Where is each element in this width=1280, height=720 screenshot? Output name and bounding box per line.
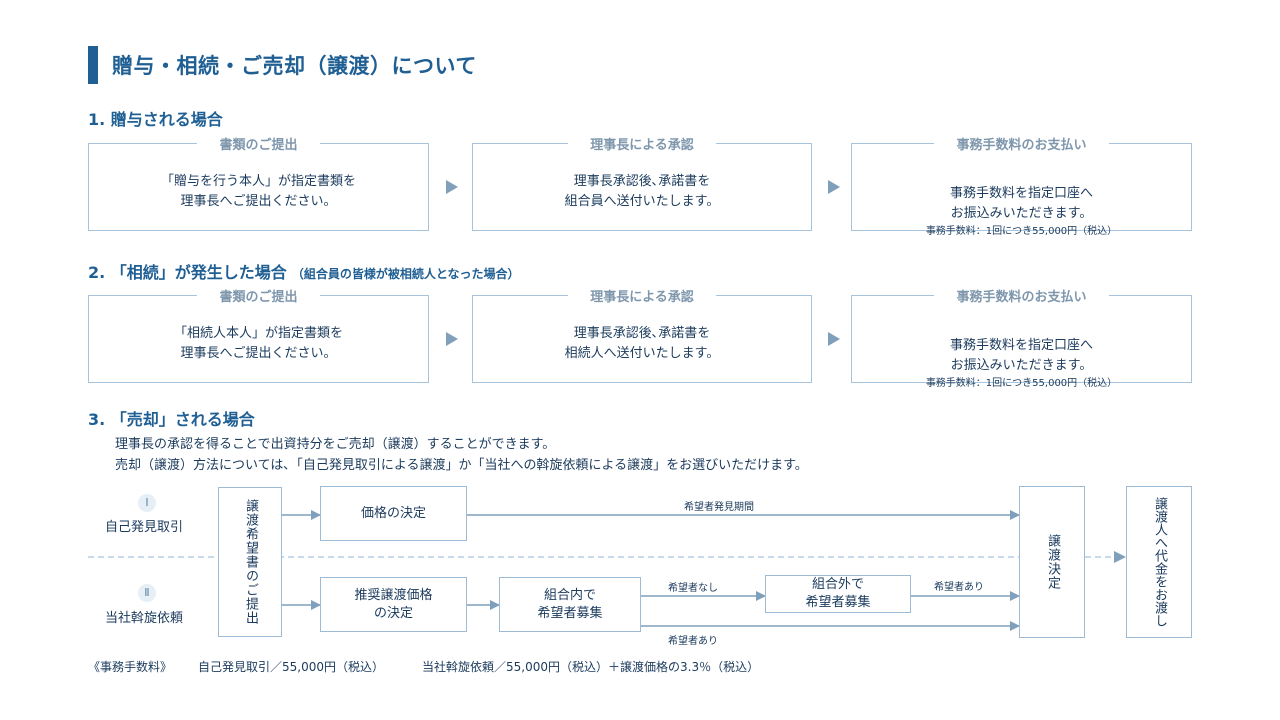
arrow-right-icon	[828, 180, 840, 194]
page-title: 贈与・相続・ご売却（譲渡）について	[112, 54, 477, 78]
fee-footer-route-2: 当社斡旋依頼／55,000円（税込）＋譲渡価格の3.3％（税込）	[422, 660, 760, 674]
label-no-applicant: 希望者なし	[668, 583, 718, 594]
step-body: 「贈与を行う本人」が指定書類を 理事長へご提出ください。	[160, 174, 356, 209]
section-1-heading: 1. 贈与される場合	[88, 110, 223, 129]
section-2-heading-row: 2. 「相続」が発生した場合 （組合員の皆様が被相続人となった場合）	[88, 259, 520, 283]
fee-footer-label: 《事務手数料》	[88, 660, 173, 674]
section-2-heading: 2. 「相続」が発生した場合	[88, 263, 287, 282]
step-label: 理事長による承認	[568, 290, 716, 305]
step-body: 事務手数料を指定口座へ お振込みいただきます。	[949, 186, 1093, 221]
section-1-step-1: 書類のご提出 「贈与を行う本人」が指定書類を 理事長へご提出ください。	[88, 138, 429, 231]
payment-box: 譲渡人へ代金をお渡し	[1126, 486, 1192, 638]
step-body-wrap: 事務手数料を指定口座へ お振込みいただきます。 事務手数料：1回につき55,00…	[852, 164, 1191, 260]
arrow-right-icon	[828, 332, 840, 346]
transfer-decision-text: 譲渡決定	[1045, 534, 1060, 590]
step-body: 理事長承認後､承諾書を 相続人へ送付いたします。	[564, 326, 720, 361]
route-2-number: Ⅱ	[138, 584, 156, 602]
step-body-wrap: 事務手数料を指定口座へ お振込みいただきます。 事務手数料：1回につき55,00…	[852, 316, 1191, 412]
section-3-desc-1: 理事長の承認を得ることで出資持分をご売却（譲渡）することができます。	[115, 437, 556, 452]
section-2-step-3: 事務手数料のお支払い 事務手数料を指定口座へ お振込みいただきます。 事務手数料…	[851, 290, 1192, 389]
step-label: 書類のご提出	[197, 138, 320, 153]
section-1-step-2: 理事長による承認 理事長承認後､承諾書を 組合員へ送付いたします。	[472, 138, 812, 231]
arrow-right-icon	[446, 332, 458, 346]
arrow-right-icon	[1114, 551, 1126, 563]
step-label: 事務手数料のお支払い	[934, 290, 1109, 305]
label-applicant-found-top: 希望者あり	[934, 582, 984, 593]
fee-note: 事務手数料：1回につき55,000円（税込）	[925, 226, 1118, 237]
section-3-desc-2: 売却（譲渡）方法については､「自己発見取引による譲渡」か「当社への斡旋依頼による…	[115, 458, 808, 473]
step-label: 書類のご提出	[197, 290, 320, 305]
route-1-label: 自己発見取引	[105, 520, 184, 535]
fee-note: 事務手数料：1回につき55,000円（税込）	[925, 378, 1118, 389]
route-1-number: Ⅰ	[138, 494, 156, 512]
step-body: 事務手数料を指定口座へ お振込みいただきます。	[949, 338, 1093, 373]
step-body: 理事長承認後､承諾書を 組合員へ送付いたします。	[564, 174, 720, 209]
section-2-step-2: 理事長による承認 理事長承認後､承諾書を 相続人へ送付いたします。	[472, 290, 812, 383]
submit-request-box: 譲渡希望書のご提出	[218, 487, 282, 637]
step-body: 「相続人本人」が指定書類を 理事長へご提出ください。	[173, 326, 343, 361]
section-2-step-1: 書類のご提出 「相続人本人」が指定書類を 理事長へご提出ください。	[88, 290, 429, 383]
section-2-note: （組合員の皆様が被相続人となった場合）	[291, 267, 520, 281]
label-discovery-period: 希望者発見期間	[684, 502, 754, 513]
section-3-heading: 3. 「売却」される場合	[88, 410, 255, 429]
label-applicant-found-bottom: 希望者あり	[668, 636, 718, 647]
internal-search-box: 組合内で 希望者募集	[499, 577, 641, 632]
transfer-decision-box: 譲渡決定	[1019, 486, 1085, 638]
price-decision-box: 価格の決定	[320, 486, 467, 541]
payment-text: 譲渡人へ代金をお渡し	[1152, 497, 1167, 627]
submit-request-text: 譲渡希望書のご提出	[243, 499, 258, 625]
section-1-step-3: 事務手数料のお支払い 事務手数料を指定口座へ お振込みいただきます。 事務手数料…	[851, 138, 1192, 237]
recommended-price-box: 推奨譲渡価格 の決定	[320, 577, 467, 632]
title-accent-bar	[88, 46, 98, 84]
route-2-label: 当社斡旋依頼	[105, 611, 184, 626]
arrow-right-icon	[446, 180, 458, 194]
external-search-box: 組合外で 希望者募集	[765, 575, 911, 613]
step-label: 理事長による承認	[568, 138, 716, 153]
fee-footer-route-1: 自己発見取引／55,000円（税込）	[198, 660, 384, 674]
step-label: 事務手数料のお支払い	[934, 138, 1109, 153]
